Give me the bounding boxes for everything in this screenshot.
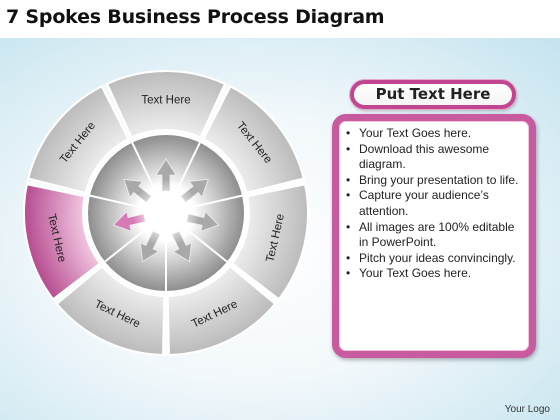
bullet-item: Bring your presentation to life.	[343, 173, 527, 189]
segment-shape	[105, 70, 227, 139]
bullet-item: Your Text Goes here.	[343, 126, 527, 142]
segment-shape	[23, 183, 102, 301]
wheel-segment: Text Here	[23, 183, 102, 301]
segment-shape	[55, 264, 166, 356]
segment-shape	[202, 85, 305, 195]
bullet-item: Pitch your ideas convincingly.	[343, 251, 527, 267]
wheel-segment: Text Here	[105, 70, 227, 139]
bullet-item: Your Text Goes here.	[343, 266, 527, 282]
wheel-segment: Text Here	[202, 85, 305, 195]
wheel-segment: Text Here	[55, 264, 166, 356]
page-title: 7 Spokes Business Process Diagram	[6, 6, 385, 28]
bullet-item: Download this awesome diagram.	[343, 142, 527, 173]
wheel-segment: Text Here	[27, 85, 130, 195]
text-panel: Your Text Goes here.Download this awesom…	[332, 114, 536, 358]
wheel-segment: Text Here	[166, 264, 277, 356]
footer-logo: Your Logo	[504, 404, 550, 415]
panel-header: Put Text Here	[350, 80, 516, 109]
bullet-item: All images are 100% editable in PowerPoi…	[343, 220, 527, 251]
wheel-segment: Text Here	[230, 183, 309, 301]
segment-shape	[166, 264, 277, 356]
bullet-list: Your Text Goes here.Download this awesom…	[343, 126, 527, 282]
segment-shape	[230, 183, 309, 301]
segment-shape	[27, 85, 130, 195]
bullet-item: Capture your audience’s attention.	[343, 188, 527, 219]
segment-label: Text Here	[141, 95, 190, 107]
center-glow	[132, 179, 200, 247]
